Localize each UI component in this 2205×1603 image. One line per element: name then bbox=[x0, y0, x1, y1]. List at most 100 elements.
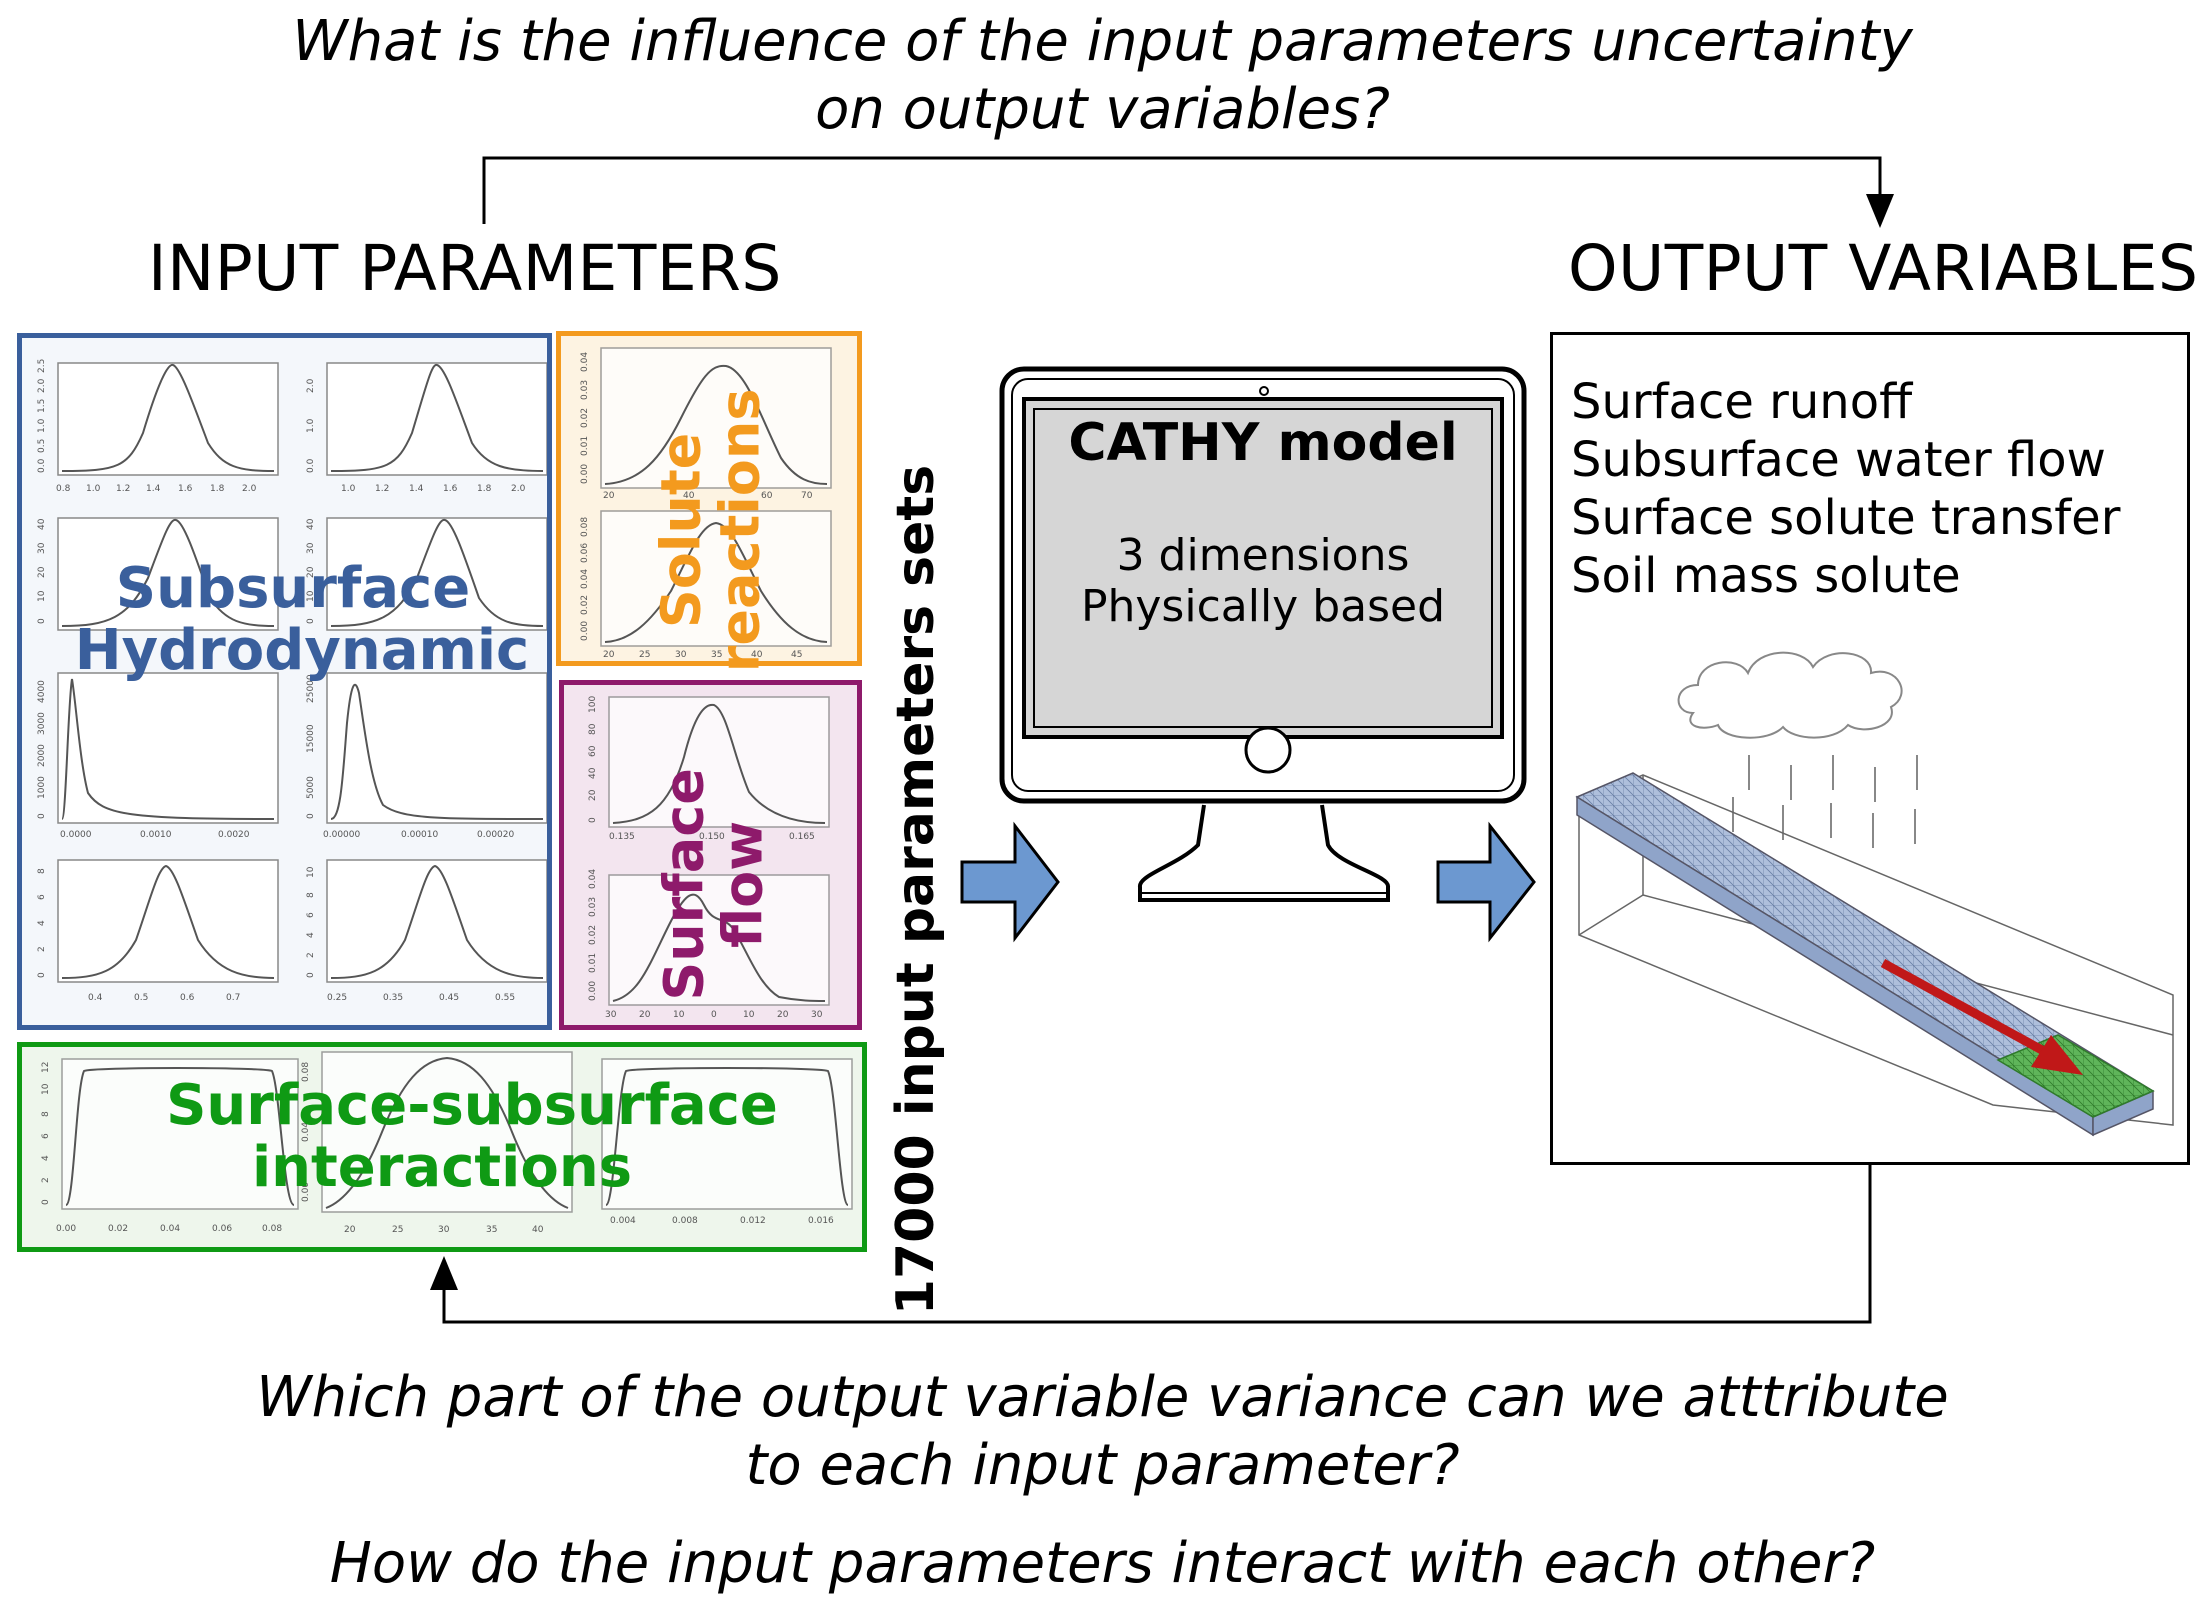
f1-y-tick: 60 bbox=[588, 745, 598, 757]
p6-y-tick: 0 bbox=[306, 813, 316, 819]
f2-x-tick: 20 bbox=[639, 1010, 651, 1020]
bottom-arrowhead bbox=[430, 1256, 458, 1290]
output-list: Surface runoff Subsurface water flow Sur… bbox=[1571, 373, 2120, 605]
p1-x-tick: 1.2 bbox=[116, 484, 130, 494]
p1-y-tick: 2.0 bbox=[37, 378, 47, 393]
p7-x-tick: 0.4 bbox=[88, 993, 103, 1003]
power-button-icon bbox=[1244, 726, 1292, 774]
surface-subsurface-interactions-box: 0.00 0.02 0.04 0.06 0.08 0 2 4 6 8 10 12… bbox=[17, 1042, 867, 1252]
g1-y-tick: 10 bbox=[41, 1083, 51, 1095]
p5-x-tick: 0.0020 bbox=[218, 830, 250, 840]
g3-x-tick: 0.012 bbox=[740, 1216, 766, 1226]
interactions-label-line1: Surface-subsurface bbox=[166, 1073, 778, 1138]
flow-direction-line bbox=[1880, 959, 2054, 1059]
s2-x-tick: 45 bbox=[791, 650, 802, 660]
output-variables-title: OUTPUT VARIABLES bbox=[1568, 232, 2199, 305]
density-plot-7: 0.4 0.5 0.6 0.7 0 2 4 6 8 bbox=[37, 859, 279, 1003]
p1-x-tick: 1.4 bbox=[146, 484, 161, 494]
p6-y-tick: 25000 bbox=[306, 674, 316, 703]
density-plot-6: 0.00000 0.00010 0.00020 0 5000 15000 250… bbox=[306, 672, 547, 840]
density-plot-2: 1.0 1.2 1.4 1.6 1.8 2.0 0.0 1.0 2.0 bbox=[306, 362, 547, 494]
p7-x-tick: 0.7 bbox=[226, 993, 240, 1003]
f2-x-tick: 10 bbox=[743, 1010, 755, 1020]
surface-plot-2: 30 20 10 0 10 20 30 0.00 0.01 0.02 0.03 … bbox=[588, 869, 830, 1020]
p2-y-tick: 2.0 bbox=[306, 378, 316, 393]
f2-x-tick: 20 bbox=[777, 1010, 789, 1020]
p2-y-tick: 0.0 bbox=[306, 458, 316, 473]
bottom-question: Which part of the output variable varian… bbox=[0, 1364, 2205, 1500]
p3-y-tick: 30 bbox=[37, 542, 47, 554]
s1-x-tick: 40 bbox=[683, 491, 695, 501]
p6-y-tick: 15000 bbox=[306, 724, 316, 753]
g2-x-tick: 25 bbox=[392, 1225, 403, 1235]
interactions-plot-2: 20 25 30 35 40 0.00 0.04 0.08 bbox=[301, 1051, 573, 1235]
subsurface-density-plots: 0.8 1.0 1.2 1.4 1.6 1.8 2.0 0.0 0.5 1.0 … bbox=[37, 359, 547, 1003]
webcam-icon bbox=[1259, 386, 1269, 396]
subsurface-label-line1: Subsurface bbox=[115, 556, 471, 621]
p3-y-tick: 10 bbox=[37, 590, 47, 602]
s2-x-tick: 35 bbox=[711, 650, 722, 660]
s1-y-tick: 0.00 bbox=[580, 464, 590, 484]
f2-x-tick: 30 bbox=[605, 1010, 617, 1020]
density-plot-8: 0.25 0.35 0.45 0.55 0 2 4 6 8 10 bbox=[306, 859, 547, 1003]
s1-y-tick: 0.04 bbox=[580, 352, 590, 372]
f2-y-tick: 0.02 bbox=[588, 925, 598, 945]
s1-y-tick: 0.03 bbox=[580, 380, 590, 400]
top-question: What is the influence of the input param… bbox=[0, 8, 2205, 144]
rain-lines bbox=[1732, 755, 1918, 848]
g1-x-tick: 0.06 bbox=[212, 1224, 232, 1234]
f2-y-tick: 0.03 bbox=[588, 897, 598, 917]
p5-y-tick: 0 bbox=[37, 813, 47, 819]
p5-x-tick: 0.0000 bbox=[60, 830, 92, 840]
solute-plot-2: 20 25 30 35 40 45 0.00 0.02 0.04 0.06 0.… bbox=[580, 510, 832, 660]
p1-x-tick: 0.8 bbox=[56, 484, 71, 494]
g1-x-tick: 0.02 bbox=[108, 1224, 128, 1234]
solute-plot-1: 20 40 60 70 0.00 0.01 0.02 0.03 0.04 bbox=[580, 347, 832, 501]
g1-y-tick: 0 bbox=[41, 1199, 51, 1205]
p1-x-tick: 1.6 bbox=[178, 484, 193, 494]
f1-y-tick: 0 bbox=[588, 817, 598, 823]
surface-flow-density-plots: 0.135 0.150 0.165 0 20 40 60 80 100 30 2… bbox=[588, 696, 830, 1020]
g1-y-tick: 4 bbox=[41, 1155, 51, 1161]
bottom-question-line2: to each input parameter? bbox=[745, 1433, 1460, 1498]
monitor-stand bbox=[1138, 804, 1390, 902]
surface-flow-label: Surface flow bbox=[653, 674, 775, 1094]
f2-y-tick: 0.00 bbox=[588, 981, 598, 1001]
model-line1: 3 dimensions bbox=[1116, 530, 1410, 581]
s1-x-tick: 70 bbox=[801, 491, 813, 501]
subsurface-label-line2: Hydrodynamic bbox=[74, 617, 530, 683]
output-variables-box: Surface runoff Subsurface water flow Sur… bbox=[1550, 332, 2190, 1165]
g3-x-tick: 0.008 bbox=[672, 1216, 698, 1226]
g2-x-tick: 20 bbox=[344, 1225, 356, 1235]
p2-x-tick: 1.0 bbox=[341, 484, 356, 494]
p1-x-tick: 1.8 bbox=[210, 484, 225, 494]
output-item: Surface runoff bbox=[1571, 374, 1913, 430]
input-parameters-title: INPUT PARAMETERS bbox=[148, 232, 782, 305]
p4-y-tick: 10 bbox=[306, 590, 316, 602]
f1-x-tick: 0.165 bbox=[789, 832, 815, 842]
density-plot-1: 0.8 1.0 1.2 1.4 1.6 1.8 2.0 0.0 0.5 1.0 … bbox=[37, 359, 279, 494]
p8-x-tick: 0.45 bbox=[439, 993, 459, 1003]
top-connector-line bbox=[482, 156, 1882, 224]
p6-x-tick: 0.00010 bbox=[401, 830, 438, 840]
p2-y-tick: 1.0 bbox=[306, 418, 316, 433]
s2-x-tick: 40 bbox=[751, 650, 763, 660]
interactions-plot-1: 0.00 0.02 0.04 0.06 0.08 0 2 4 6 8 10 12 bbox=[41, 1058, 299, 1234]
p8-x-tick: 0.35 bbox=[383, 993, 403, 1003]
surface-flow-box: 0.135 0.150 0.165 0 20 40 60 80 100 30 2… bbox=[559, 680, 862, 1030]
g1-y-tick: 8 bbox=[41, 1111, 51, 1117]
p2-x-tick: 1.8 bbox=[477, 484, 492, 494]
g2-y-tick: 0.00 bbox=[301, 1182, 311, 1202]
g1-x-tick: 0.00 bbox=[56, 1224, 76, 1234]
cathy-model-monitor: CATHY model 3 dimensions Physically base… bbox=[998, 365, 1528, 915]
p8-x-tick: 0.25 bbox=[327, 993, 347, 1003]
g1-y-tick: 6 bbox=[41, 1133, 51, 1139]
g1-y-tick: 12 bbox=[41, 1062, 51, 1073]
solute-reactions-box: 20 40 60 70 0.00 0.01 0.02 0.03 0.04 20 … bbox=[556, 331, 862, 672]
p2-x-tick: 1.4 bbox=[409, 484, 424, 494]
p8-y-tick: 4 bbox=[306, 932, 316, 938]
monitor-graphic bbox=[999, 366, 1527, 902]
s2-x-tick: 25 bbox=[639, 650, 650, 660]
p6-x-tick: 0.00020 bbox=[477, 830, 514, 840]
